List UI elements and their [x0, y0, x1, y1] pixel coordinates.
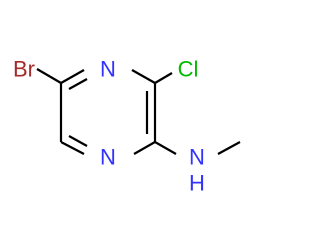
bond-n1-c6: [60, 141, 85, 155]
bond-c5-n4-inner: [68, 78, 88, 90]
bond-c3-cl: [154, 72, 173, 84]
chlorine-label: Cl: [178, 57, 199, 82]
bromine-label: Br: [13, 57, 35, 82]
atom-labels: Br Cl N N N H: [13, 57, 205, 196]
molecule-structure: Br Cl N N N H: [13, 57, 241, 196]
amine-nitrogen-label: N: [189, 145, 205, 170]
bond-c2-n1: [133, 141, 156, 155]
bond-c5-n4: [60, 69, 85, 84]
bond-n1-c6-inner: [68, 135, 88, 147]
amine-hydrogen-label: H: [189, 171, 205, 196]
ring-nitrogen-bottom-label: N: [100, 145, 116, 170]
bond-lines: [36, 68, 241, 155]
bond-nh-methyl: [217, 141, 241, 155]
bond-n4-c3: [131, 69, 156, 84]
bond-c2-nh: [154, 141, 177, 155]
ring-nitrogen-top-label: N: [100, 57, 116, 82]
structure-canvas: Br Cl N N N H: [13, 57, 241, 196]
bond-br-c5: [36, 68, 62, 84]
